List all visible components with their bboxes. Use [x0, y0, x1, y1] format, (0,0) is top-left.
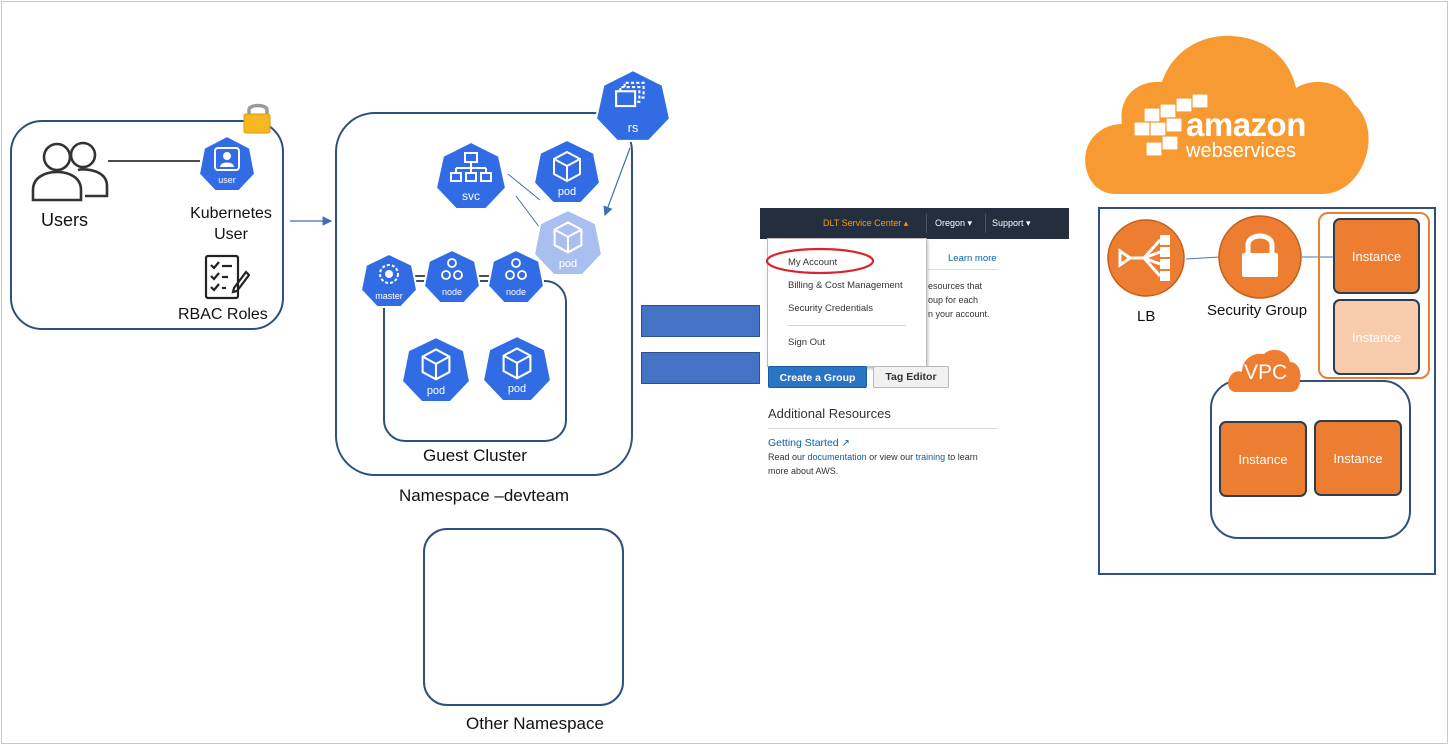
aws-logo-text: amazon: [1186, 106, 1306, 143]
section-divider: [768, 428, 998, 429]
user-hex-icon: user: [197, 134, 257, 192]
pod-icon-3: pod: [400, 335, 472, 403]
menu-item-my-account[interactable]: My Account: [788, 257, 838, 268]
documentation-link[interactable]: documentation: [807, 452, 867, 462]
k8s-user-label: Kubernetes User: [186, 203, 276, 245]
vpc-label: VPC: [1244, 361, 1288, 384]
or-view-our-text: or view our: [869, 452, 914, 462]
nav-divider-2: [985, 214, 986, 233]
aws-cloud-logo: [1085, 35, 1369, 194]
user-icon-label: user: [218, 175, 236, 185]
node-label: node: [441, 287, 463, 297]
vpc-box: [1210, 380, 1411, 539]
pod-faded-label: pod: [558, 258, 578, 270]
read-our-text: Read our: [768, 452, 806, 462]
divider-line: [928, 269, 998, 270]
instance-box-faded: Instance: [1333, 299, 1420, 375]
load-balancer-icon: [1107, 219, 1185, 297]
external-link-icon: ↗: [841, 438, 850, 449]
k8s-user-label-line1: Kubernetes: [190, 205, 272, 222]
getting-started-row: Getting Started ↗: [768, 437, 850, 449]
aws-architecture-box: [1098, 207, 1436, 575]
users-icon: [31, 141, 109, 202]
additional-resources-heading: Additional Resources: [768, 406, 891, 421]
node-icon-2: node: [486, 248, 546, 304]
create-group-button[interactable]: Create a Group: [768, 366, 867, 388]
menu-item-security-credentials[interactable]: Security Credentials: [788, 303, 874, 314]
highlight-ellipse: [765, 247, 875, 275]
region-menu[interactable]: Oregon ▾: [935, 218, 973, 228]
pod-icon: pod: [532, 138, 602, 204]
svc-to-pod-line: [507, 173, 541, 201]
pod-to-pod-line: [515, 195, 541, 229]
equals-bar-top: [641, 305, 760, 337]
nav-divider: [926, 214, 927, 233]
node-icon: node: [422, 248, 482, 304]
menu-item-sign-out[interactable]: Sign Out: [788, 337, 825, 348]
snippet-line-1: esources that: [928, 281, 983, 291]
master-icon: master: [359, 252, 419, 308]
lb-label: LB: [1137, 308, 1156, 325]
pod-faded-icon: pod: [532, 208, 604, 276]
more-about-aws-text: more about AWS.: [768, 466, 839, 476]
master-label: master: [375, 291, 403, 301]
security-group-icon: [1218, 215, 1302, 299]
pod-label-4: pod: [507, 383, 527, 395]
namespace-box: [335, 112, 633, 476]
other-namespace-box: [423, 528, 624, 706]
pod-label-3: pod: [426, 385, 446, 397]
aws-logo-subtext: webservices: [1186, 140, 1297, 162]
rs-icon: rs: [594, 68, 672, 142]
tag-editor-button[interactable]: Tag Editor: [873, 366, 949, 388]
k8s-user-label-line2: User: [214, 226, 248, 243]
security-group-label: Security Group: [1207, 302, 1308, 319]
aws-nav-bar: DLT Service Center ▴ Oregon ▾ Support ▾: [760, 208, 1069, 239]
instance-box-vpc-1: Instance: [1219, 421, 1307, 497]
instance-group-box: [1318, 212, 1430, 379]
node-label-2: node: [505, 287, 527, 297]
lock-icon: [243, 103, 271, 134]
pod-label: pod: [557, 186, 577, 198]
snippet-line-3: n your account.: [928, 309, 990, 319]
support-menu[interactable]: Support ▾: [992, 218, 1031, 228]
read-our-line: Read our documentation or view our train…: [768, 452, 978, 462]
lb-sg-line: [1185, 256, 1221, 260]
to-learn-text: to learn: [947, 452, 978, 462]
pod-icon-4: pod: [481, 334, 553, 402]
equals-bar-bottom: [641, 352, 760, 384]
menu-separator: [788, 325, 906, 326]
training-link[interactable]: training: [915, 452, 946, 462]
users-label: Users: [41, 210, 89, 230]
rbac-roles-label: RBAC Roles: [178, 306, 268, 323]
getting-started-link[interactable]: Getting Started: [768, 437, 839, 449]
svc-label: svc: [462, 189, 480, 203]
snippet-line-2: oup for each: [928, 295, 979, 305]
learn-more-link[interactable]: Learn more: [948, 253, 997, 264]
instance-box: Instance: [1333, 218, 1420, 294]
vpc-cloud-icon: [1228, 349, 1301, 392]
checklist-icon: [204, 254, 250, 300]
other-namespace-label: Other Namespace: [466, 714, 604, 733]
menu-item-billing[interactable]: Billing & Cost Management: [788, 280, 903, 291]
svc-icon: svc: [434, 140, 508, 210]
instance-box-vpc-2: Instance: [1314, 420, 1402, 496]
rs-label: rs: [627, 120, 639, 135]
rs-to-pod-arrow: [603, 147, 631, 217]
namespace-label: Namespace –devteam: [398, 486, 570, 505]
account-dropdown: My Account Billing & Cost Management Sec…: [767, 238, 927, 367]
users-panel: [10, 120, 284, 330]
service-center-menu[interactable]: DLT Service Center ▴: [823, 218, 909, 228]
guest-cluster-label: Guest Cluster: [423, 446, 527, 465]
